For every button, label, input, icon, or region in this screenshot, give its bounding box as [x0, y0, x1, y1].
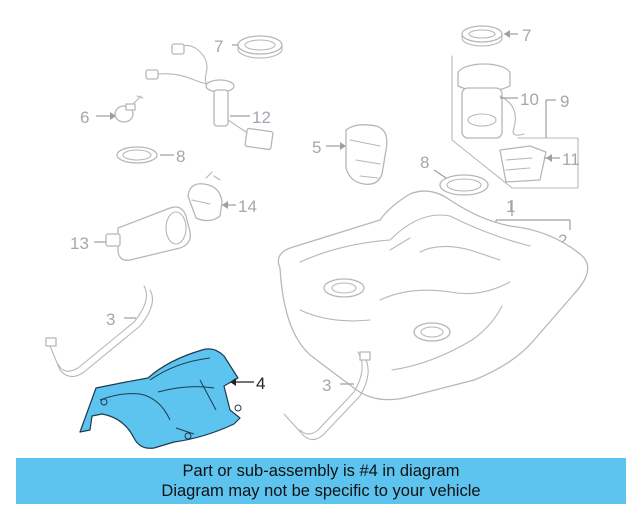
banner-line-1: Part or sub-assembly is #4 in diagram	[182, 462, 460, 480]
callout-3-right: 3	[322, 376, 331, 395]
bracket-part-14	[187, 171, 223, 222]
lock-ring-part-7b	[461, 25, 503, 47]
callout-7-left: 7	[214, 37, 223, 56]
callout-9: 9	[560, 92, 569, 111]
vent-valve-part-6	[114, 95, 144, 123]
callout-1: 1	[506, 197, 515, 216]
strap-part-3a	[45, 285, 153, 378]
shield-part-5	[345, 124, 388, 185]
callout-6: 6	[80, 108, 89, 127]
callout-4: 4	[256, 374, 265, 393]
callout-2: 2	[558, 231, 567, 250]
strap-part-3b	[283, 351, 371, 441]
lock-ring-part-7a	[237, 35, 283, 59]
callout-11: 11	[562, 150, 580, 169]
pump-component-part-11	[499, 145, 547, 183]
callout-14: 14	[238, 197, 257, 216]
callout-13: 13	[70, 234, 89, 253]
fuel-filter-part-13	[105, 206, 191, 261]
fuel-pump-part-10	[457, 63, 525, 139]
callout-10: 10	[520, 90, 539, 109]
callout-7-right: 7	[522, 26, 531, 45]
fuel-tank-part-1	[277, 190, 589, 401]
callout-3-left: 3	[106, 310, 115, 329]
callout-12: 12	[252, 108, 271, 127]
sender-unit-part-12	[145, 43, 274, 151]
callout-5: 5	[312, 138, 321, 157]
callout-8-left: 8	[176, 147, 185, 166]
seal-part-8b	[439, 174, 489, 196]
seal-part-8a	[116, 146, 158, 164]
callout-8-right: 8	[420, 153, 429, 172]
banner-line-2: Diagram may not be specific to your vehi…	[161, 482, 481, 500]
heat-shield-part-4-highlighted	[79, 348, 242, 449]
info-banner: Part or sub-assembly is #4 in diagram Di…	[16, 458, 626, 504]
